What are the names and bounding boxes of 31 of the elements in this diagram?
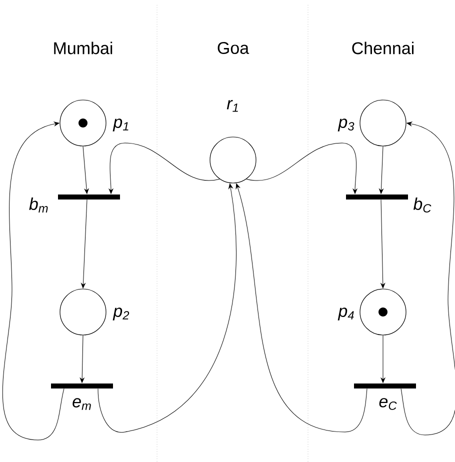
token-dot: [78, 118, 88, 128]
arrow: [236, 183, 368, 432]
column-heading: Mumbai: [54, 42, 112, 54]
token-dot: [378, 308, 388, 316]
place-circle: [210, 136, 256, 184]
place-label: p$_{4}$: [338, 308, 354, 320]
place-circle: [360, 100, 406, 146]
arrow: [380, 199, 386, 288]
arrow: [380, 335, 386, 383]
place-circle: [60, 288, 106, 336]
arrow: [108, 142, 220, 194]
place-label: b$_{C}$: [413, 198, 432, 212]
place-label: p$_{2}$: [112, 308, 130, 320]
arrow: [81, 199, 88, 288]
place-label: p$_{3}$: [338, 118, 354, 132]
arrow: [246, 142, 358, 194]
place-circle: [360, 288, 406, 336]
arrow: [82, 146, 89, 194]
place-label: e$_{m}$: [72, 398, 91, 410]
arrow: [2, 122, 64, 440]
arrow: [400, 122, 455, 436]
place-label: p$_{1}$: [112, 118, 128, 132]
column-heading: Chennai: [352, 42, 414, 54]
place-circle: [60, 100, 106, 146]
arrow: [80, 335, 84, 383]
place-label: b$_{m}$: [29, 198, 48, 212]
place-label: e$_{C}$: [379, 398, 397, 410]
column-heading: Goa: [218, 42, 250, 54]
place-label: r$_{1}$: [226, 100, 238, 112]
arrow: [379, 146, 384, 194]
arrow: [98, 183, 236, 432]
